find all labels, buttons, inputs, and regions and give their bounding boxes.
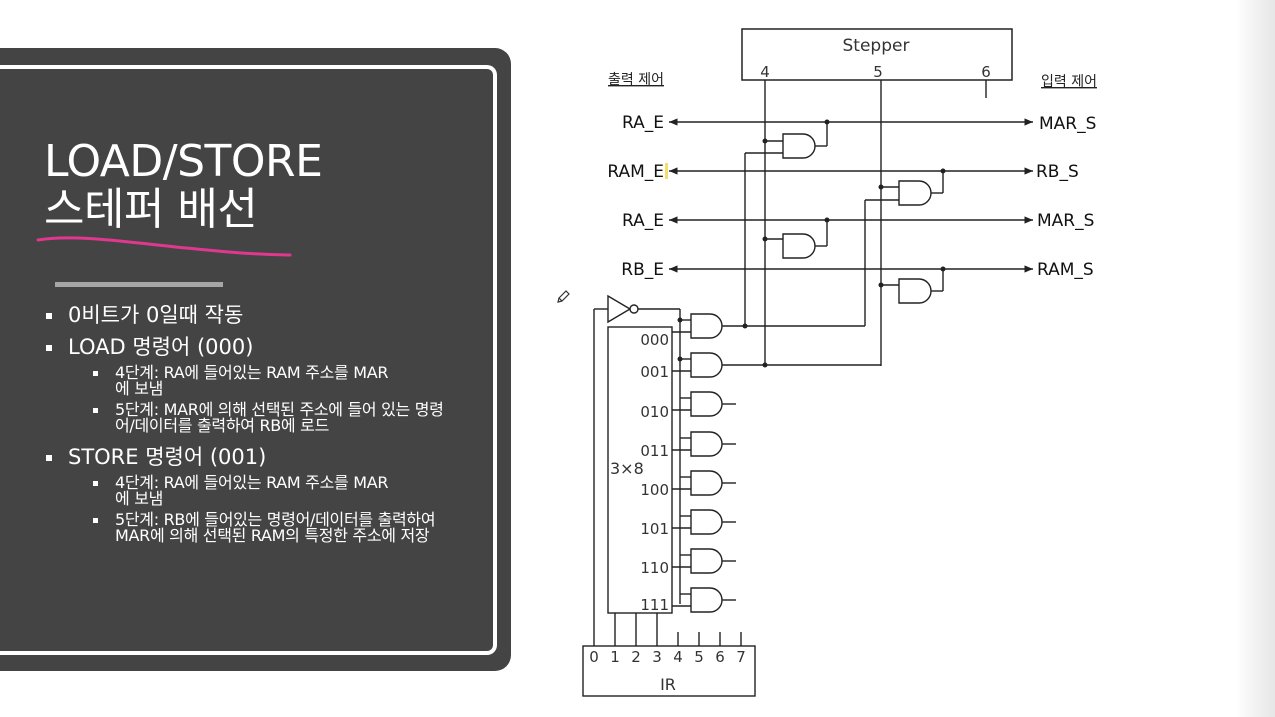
- slide-title: LOAD/STORE 스테퍼 배선: [44, 136, 323, 235]
- ir-bit-label: 1: [610, 648, 620, 666]
- ir-bit-label: 4: [673, 648, 683, 666]
- window-edge-shadow: [1235, 0, 1275, 717]
- sub-bullet-item: 4단계: RA에 들어있는 RAM 주소를 MAR에 보냄: [44, 365, 395, 397]
- sub-bullet-item: 5단계: MAR에 의해 선택된 주소에 들어 있는 명령어/데이터를 출력하여…: [44, 402, 455, 434]
- output-control-label: 출력 제어: [608, 72, 664, 88]
- enable-signal-label: RB_E: [621, 260, 664, 280]
- decoder-output-label: 111: [640, 596, 669, 614]
- bullet-item: LOAD 명령어 (000): [44, 334, 474, 360]
- stepper-step-label: 6: [981, 63, 991, 81]
- ir-bit-label: 0: [589, 648, 599, 666]
- stepper-label: Stepper: [843, 36, 910, 56]
- decoder-output-label: 000: [640, 331, 669, 349]
- decoder-output-label: 101: [640, 520, 669, 538]
- enable-signal-label: RA_E: [622, 113, 664, 133]
- title-underline-annotation: [36, 236, 292, 257]
- set-signal-label: MAR_S: [1037, 211, 1094, 231]
- enable-signal-label: RAM_E: [607, 162, 664, 182]
- highlight-mark: [665, 163, 668, 179]
- bullet-list: 0비트가 0일때 작동 LOAD 명령어 (000) 4단계: RA에 들어있는…: [44, 296, 474, 544]
- sub-bullet-item: 4단계: RA에 들어있는 RAM 주소를 MAR에 보냄: [44, 475, 395, 507]
- input-control-label: 입력 제어: [1041, 74, 1097, 90]
- slide-title-line1: LOAD/STORE: [44, 136, 323, 187]
- ir-bit-label: 6: [715, 648, 725, 666]
- title-panel: [0, 48, 511, 671]
- ir-label: IR: [660, 675, 676, 694]
- decoder-output-label: 110: [640, 559, 669, 577]
- enable-signal-label: RA_E: [622, 211, 664, 231]
- stepper-step-label: 4: [760, 63, 770, 81]
- slide-title-line2: 스테퍼 배선: [44, 184, 258, 235]
- pencil-icon[interactable]: [556, 289, 572, 305]
- set-signal-label: RAM_S: [1037, 260, 1094, 280]
- accent-bar: [55, 282, 223, 287]
- decoder-label: 3×8: [610, 459, 644, 478]
- stepper-box: [741, 28, 1013, 81]
- ir-bit-label: 7: [736, 648, 746, 666]
- decoder-output-label: 010: [640, 403, 669, 421]
- decoder-output-label: 100: [640, 481, 669, 499]
- bullet-item: 0비트가 0일때 작동: [44, 302, 474, 328]
- ir-bit-label: 2: [631, 648, 641, 666]
- stepper-step-label: 5: [873, 63, 883, 81]
- bullet-item: STORE 명령어 (001): [44, 444, 474, 470]
- sub-bullet-item: 5단계: RB에 들어있는 명령어/데이터를 출력하여 MAR에 의해 선택된 …: [44, 512, 465, 544]
- title-panel-frame: [0, 65, 497, 655]
- ir-bit-label: 5: [694, 648, 704, 666]
- set-signal-label: MAR_S: [1039, 114, 1096, 134]
- set-signal-label: RB_S: [1036, 162, 1079, 182]
- decoder-output-label: 001: [640, 363, 669, 381]
- decoder-output-label: 011: [640, 442, 669, 460]
- ir-bit-label: 3: [652, 648, 662, 666]
